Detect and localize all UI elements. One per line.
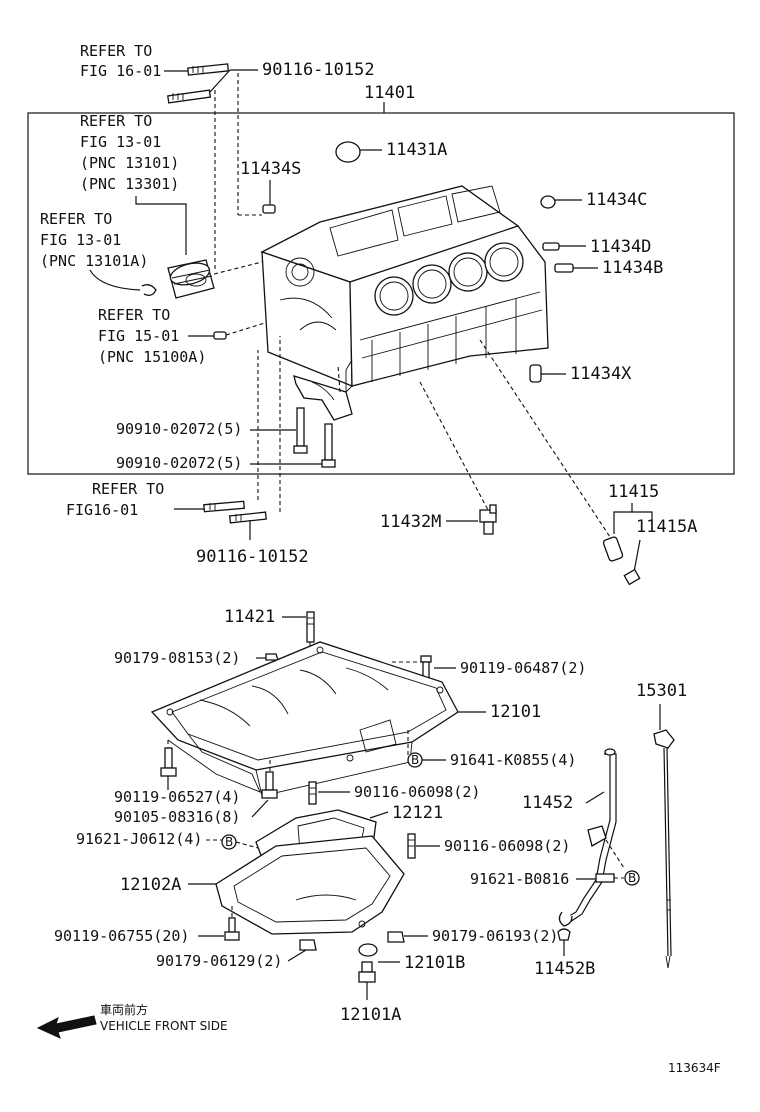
drain-plug-11415A — [623, 568, 641, 586]
refer-fig13-top-line1: REFER TO — [80, 112, 152, 130]
piston-assembly — [167, 259, 215, 299]
oil-pan-upper-12101 — [150, 641, 459, 797]
part-91621-J0612: 91621-J0612(4) — [76, 830, 202, 848]
bolt-91621-B0816 — [595, 873, 615, 883]
refer-fig13a-line1: REFER TO — [40, 210, 112, 228]
refer-fig16-top-line1: REFER TO — [80, 42, 152, 60]
bearing-cap — [293, 375, 353, 421]
marker-b-1-label: B — [411, 753, 419, 767]
oil-pan-lower-12102A — [215, 835, 405, 935]
part-11415A: 11415A — [636, 517, 697, 537]
bolt-90119-06487 — [420, 655, 432, 679]
front-arrow-icon — [36, 1015, 97, 1039]
refer-fig15-line2: FIG 15-01 — [98, 327, 179, 345]
part-15301: 15301 — [636, 681, 687, 701]
refer-fig16-top-line2: FIG 16-01 — [80, 62, 161, 80]
plug-11434C — [540, 195, 556, 209]
stud-bottom-upper — [203, 500, 245, 513]
marker-b-3-label: B — [628, 871, 636, 885]
part-90116-06098-b: 90116-06098(2) — [444, 837, 570, 855]
part-11432M: 11432M — [380, 512, 441, 532]
stud-90116-06098-b — [407, 833, 416, 859]
pin-11434B — [554, 263, 574, 273]
part-11434X: 11434X — [570, 364, 632, 384]
part-11421: 11421 — [224, 607, 275, 627]
pin-fig15 — [213, 331, 227, 340]
part-91641-K0855: 91641-K0855(4) — [450, 751, 576, 769]
marker-b-3 — [624, 870, 640, 886]
part-12102A: 12102A — [120, 875, 181, 895]
vehicle-front-label-jp: 車両前方 — [100, 1002, 148, 1017]
refer-fig16-bottom-line2: FIG16-01 — [66, 501, 138, 519]
refer-fig16-bottom-line1: REFER TO — [92, 480, 164, 498]
refer-fig13-top-line2: FIG 13-01 — [80, 133, 161, 151]
part-91621-B0816: 91621-B0816 — [470, 870, 569, 888]
part-11434C: 11434C — [586, 190, 647, 210]
part-11434B: 11434B — [602, 258, 663, 278]
stud-11421 — [306, 611, 315, 643]
part-90116-06098-a: 90116-06098(2) — [354, 783, 480, 801]
part-12101B: 12101B — [404, 953, 465, 973]
part-12101A: 12101A — [340, 1005, 401, 1025]
o-ring-11452B — [557, 928, 571, 941]
part-90119-06755: 90119-06755(20) — [54, 927, 189, 945]
part-90910-02072-b: 90910-02072(5) — [116, 454, 242, 472]
part-11434S: 11434S — [240, 159, 301, 179]
part-90179-06193: 90179-06193(2) — [432, 927, 558, 945]
part-11452B: 11452B — [534, 959, 595, 979]
gasket-12101B — [358, 943, 378, 957]
drain-cock-11415 — [602, 536, 624, 562]
block-assembly-frame — [27, 112, 735, 475]
part-12101: 12101 — [490, 702, 541, 722]
part-11434D: 11434D — [590, 237, 651, 257]
plug-11431A — [335, 141, 361, 163]
cylinder-block — [260, 185, 549, 394]
part-90910-02072-a: 90910-02072(5) — [116, 420, 242, 438]
refer-fig15-line1: REFER TO — [98, 306, 170, 324]
refer-fig13a-line3: (PNC 13101A) — [40, 252, 148, 270]
pin-11434X — [529, 364, 542, 383]
nut-90179-08153 — [265, 653, 279, 661]
pin-11434D — [542, 242, 560, 251]
bolt-90119-06755 — [224, 917, 240, 941]
drain-plug-12101A — [358, 961, 376, 983]
gauge-guide-11452 — [558, 748, 617, 927]
part-90105-08316: 90105-08316(8) — [114, 808, 240, 826]
part-11401: 11401 — [364, 83, 415, 103]
part-11452: 11452 — [522, 793, 573, 813]
nut-90179-06193 — [387, 931, 405, 943]
bolt-90119-06527 — [160, 747, 177, 777]
part-90179-08153: 90179-08153(2) — [114, 649, 240, 667]
marker-b-2-label: B — [225, 835, 233, 849]
figure-id: 113634F — [668, 1061, 721, 1075]
bolt-90910-a — [293, 407, 308, 454]
part-12121: 12121 — [392, 803, 443, 823]
part-11431A: 11431A — [386, 140, 447, 160]
part-90119-06487: 90119-06487(2) — [460, 659, 586, 677]
part-11415: 11415 — [608, 482, 659, 502]
refer-fig15-line3: (PNC 15100A) — [98, 348, 206, 366]
part-90116-10152-top: 90116-10152 — [262, 60, 375, 80]
dipstick-15301 — [653, 729, 675, 969]
stud-top-upper — [187, 63, 230, 76]
refer-fig13-top-line3: (PNC 13101) — [80, 154, 179, 172]
bolt-90105-08316 — [261, 771, 278, 799]
snap-ring — [141, 284, 157, 296]
vehicle-front-label: VEHICLE FRONT SIDE — [100, 1019, 228, 1033]
stud-bottom-lower — [228, 511, 267, 524]
nut-90179-06129 — [299, 939, 317, 951]
sensor-11432M — [479, 504, 497, 535]
part-90119-06527: 90119-06527(4) — [114, 788, 240, 806]
part-90179-06129: 90179-06129(2) — [156, 952, 282, 970]
bolt-90910-b — [321, 423, 336, 468]
stud-90116-06098-a — [308, 781, 317, 805]
refer-fig13-top-line4: (PNC 13301) — [80, 175, 179, 193]
pin-11434S — [262, 204, 276, 214]
refer-fig13a-line2: FIG 13-01 — [40, 231, 121, 249]
stud-top-lower — [167, 89, 212, 104]
part-90116-10152-bottom: 90116-10152 — [196, 547, 309, 567]
